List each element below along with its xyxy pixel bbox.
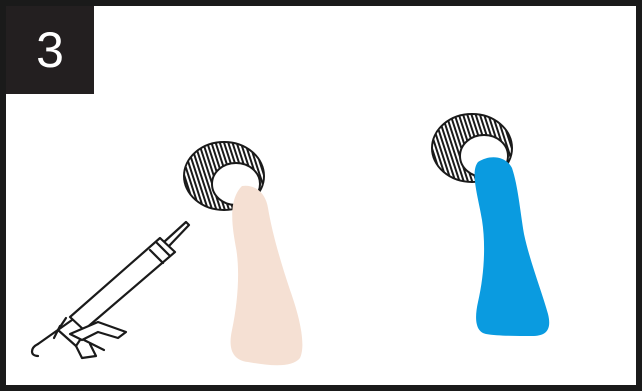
caulking-gun-icon xyxy=(30,220,191,360)
step-number-badge: 3 xyxy=(6,6,94,94)
sealant-strip-right-icon xyxy=(474,157,550,336)
sealant-strip-left-icon xyxy=(230,185,303,366)
step-number: 3 xyxy=(36,22,64,78)
